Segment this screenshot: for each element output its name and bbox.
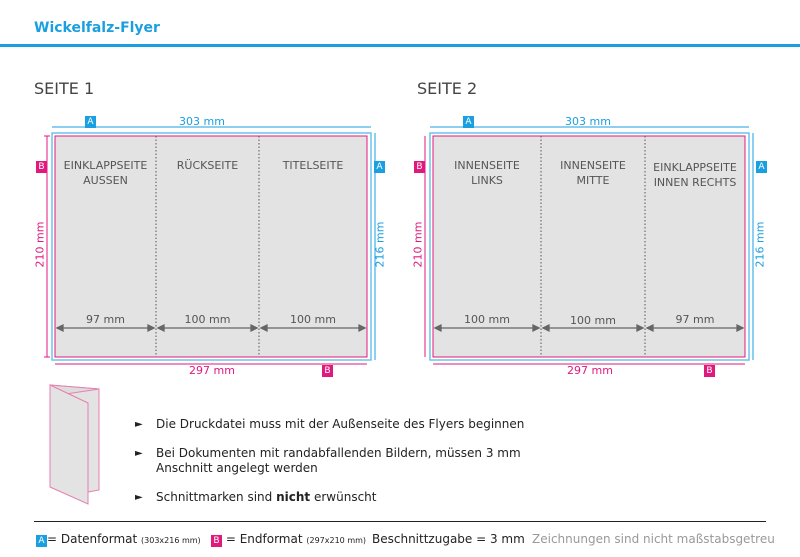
panel-width: 100 mm xyxy=(290,313,336,326)
height-endformat: 210 mm xyxy=(33,221,47,268)
badge-b: B xyxy=(322,365,333,377)
width-datenformat: 303 mm xyxy=(179,115,225,128)
badge-a: A xyxy=(85,116,96,128)
bullet-item: ►Schnittmarken sind nicht erwünscht xyxy=(135,490,377,504)
badge-a: A xyxy=(463,116,474,128)
page-title: Wickelfalz-Flyer xyxy=(34,20,160,36)
badge-a: A xyxy=(374,161,385,173)
legend-endformat: B = Endformat (297x210 mm) xyxy=(211,532,366,547)
seite-1-diagram: A 303 mm B A 210 mm 216 mm 297 mm B EINK… xyxy=(33,115,387,377)
badge-a: A xyxy=(756,161,767,173)
bullet-item: ►Die Druckdatei muss mit der Außenseite … xyxy=(135,417,525,431)
title-underline xyxy=(0,44,800,47)
legend-datenformat: A= Datenformat (303x216 mm) xyxy=(36,532,201,547)
seite-2-diagram: A 303 mm B A 210 mm 216 mm 297 mm B INNE… xyxy=(378,0,800,400)
height-endformat: 210 mm xyxy=(411,221,425,268)
seite-2-lines xyxy=(424,126,754,365)
width-endformat: 297 mm xyxy=(189,364,235,377)
panel-width: 97 mm xyxy=(86,313,125,326)
panel-label: TITELSEITE xyxy=(282,159,344,172)
beschnittzugabe: Beschnittzugabe = 3 mm xyxy=(372,532,525,546)
badge-b: B xyxy=(414,161,425,173)
badge-b: B xyxy=(36,161,47,173)
footer-divider xyxy=(34,521,766,522)
panel-width: 100 mm xyxy=(184,313,231,326)
panel-width: 100 mm xyxy=(570,314,616,327)
height-datenformat: 216 mm xyxy=(753,221,767,268)
seite-2-heading: SEITE 2 xyxy=(417,79,478,98)
bullet-item: ►Bei Dokumenten mit randabfallenden Bild… xyxy=(135,446,521,475)
seite-1-heading: SEITE 1 xyxy=(34,79,95,98)
width-datenformat: 303 mm xyxy=(565,115,611,128)
width-endformat: 297 mm xyxy=(567,364,613,377)
panel-width: 97 mm xyxy=(675,313,715,326)
seite-1-lines xyxy=(44,126,376,365)
folded-flyer-illustration xyxy=(49,384,100,505)
badge-b: B xyxy=(704,365,715,377)
panel-width: 100 mm xyxy=(464,313,510,326)
scale-note: Zeichnungen sind nicht maßstabsgetreu xyxy=(532,532,775,546)
panel-label: RÜCKSEITE xyxy=(176,159,239,172)
